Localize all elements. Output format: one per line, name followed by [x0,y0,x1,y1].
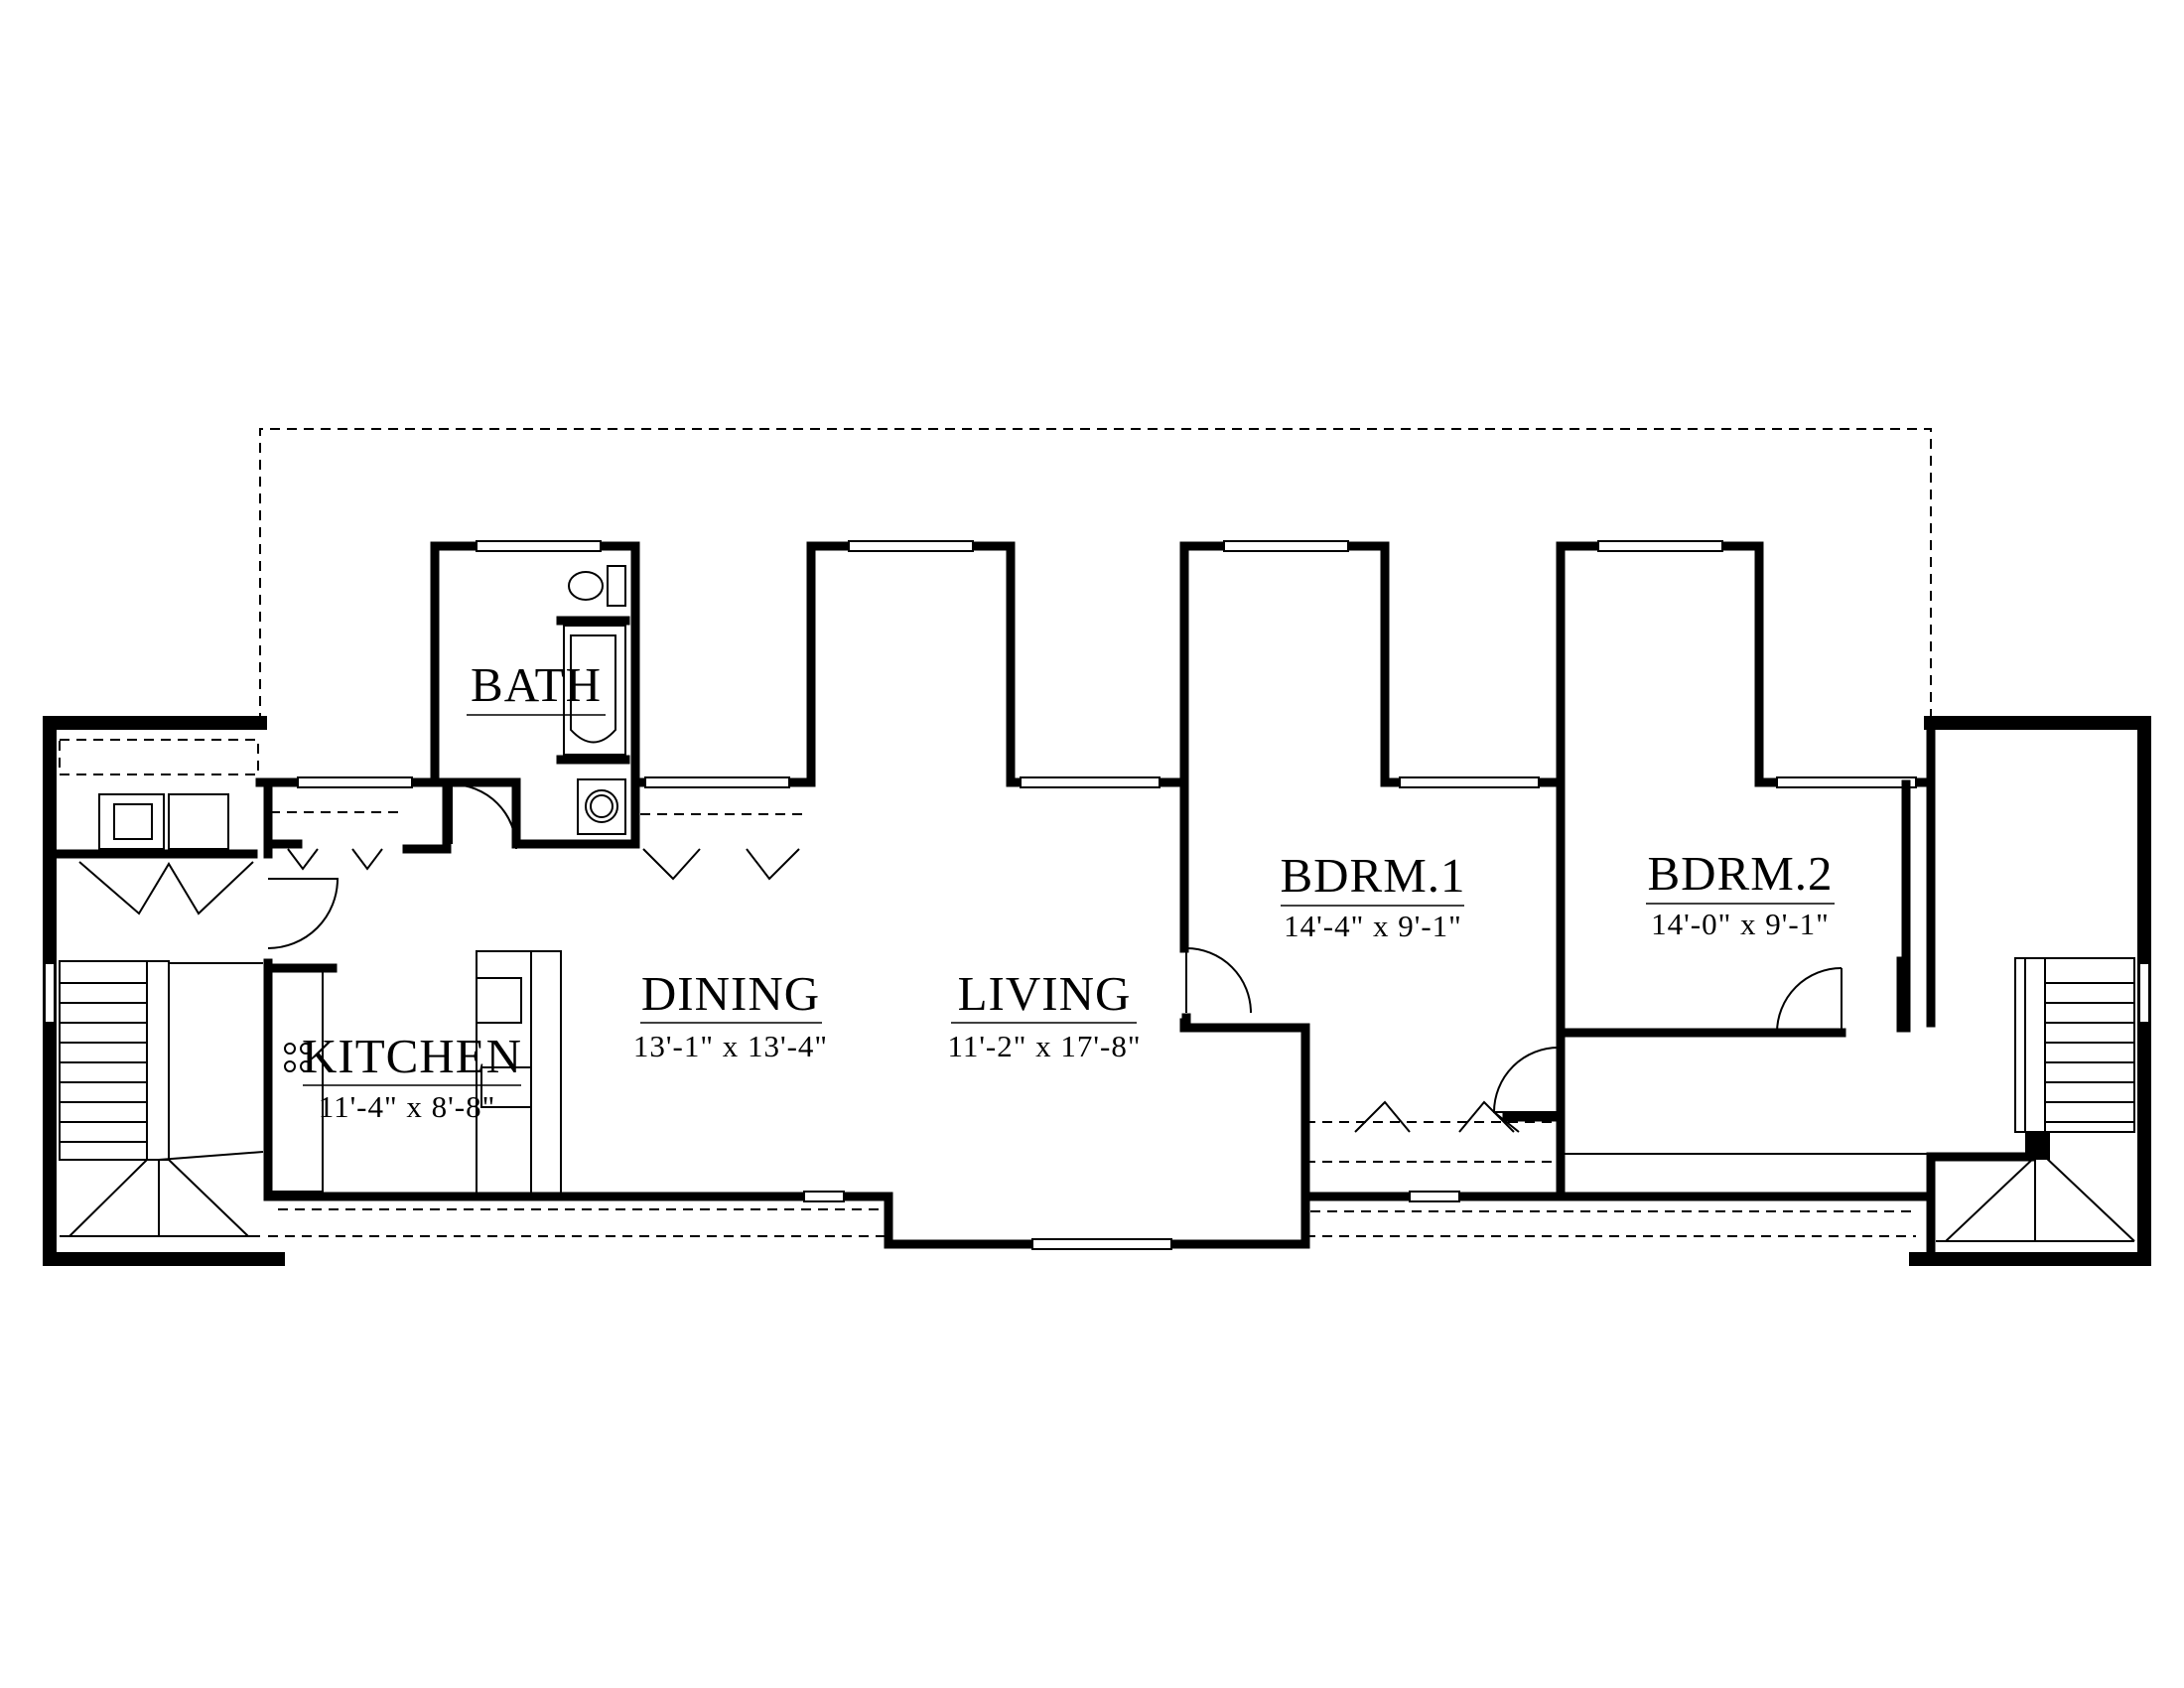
room-dims-kitchen: 11'-4" x 8'-8" [319,1089,495,1124]
room-label-bdrm2: BDRM.2 14'-0" x 9'-1" [1646,846,1835,941]
kitchen-fixtures [267,950,562,1196]
room-name-bath: BATH [471,657,602,712]
bath-fixtures [556,565,630,835]
room-name-bdrm1: BDRM.1 [1280,848,1465,903]
washer-dryer [55,793,258,859]
room-dims-bdrm1: 14'-4" x 9'-1" [1284,909,1462,943]
roof-overhang-outline [59,428,1932,1237]
room-label-living: LIVING 11'-2" x 17'-8" [948,966,1142,1063]
exterior-walls [43,541,2151,1266]
right-stair [1561,957,2135,1242]
room-label-dining: DINING 13'-1" x 13'-4" [633,966,828,1063]
room-name-kitchen: KITCHEN [302,1029,522,1083]
interior-walls [263,779,1911,1196]
room-label-kitchen: KITCHEN 11'-4" x 8'-8" [302,1029,522,1124]
room-name-living: LIVING [958,966,1132,1021]
closet-bifold-doors [78,848,1515,1133]
room-dims-bdrm2: 14'-0" x 9'-1" [1651,907,1830,941]
room-label-bath: BATH [467,657,606,716]
room-dims-living: 11'-2" x 17'-8" [948,1029,1142,1063]
room-name-bdrm2: BDRM.2 [1647,846,1833,901]
windows [44,540,2150,1250]
room-name-dining: DINING [641,966,820,1021]
room-dims-dining: 13'-1" x 13'-4" [633,1029,828,1063]
doors [267,783,1843,1133]
left-stair [59,960,264,1237]
room-label-bdrm1: BDRM.1 14'-4" x 9'-1" [1280,848,1465,943]
